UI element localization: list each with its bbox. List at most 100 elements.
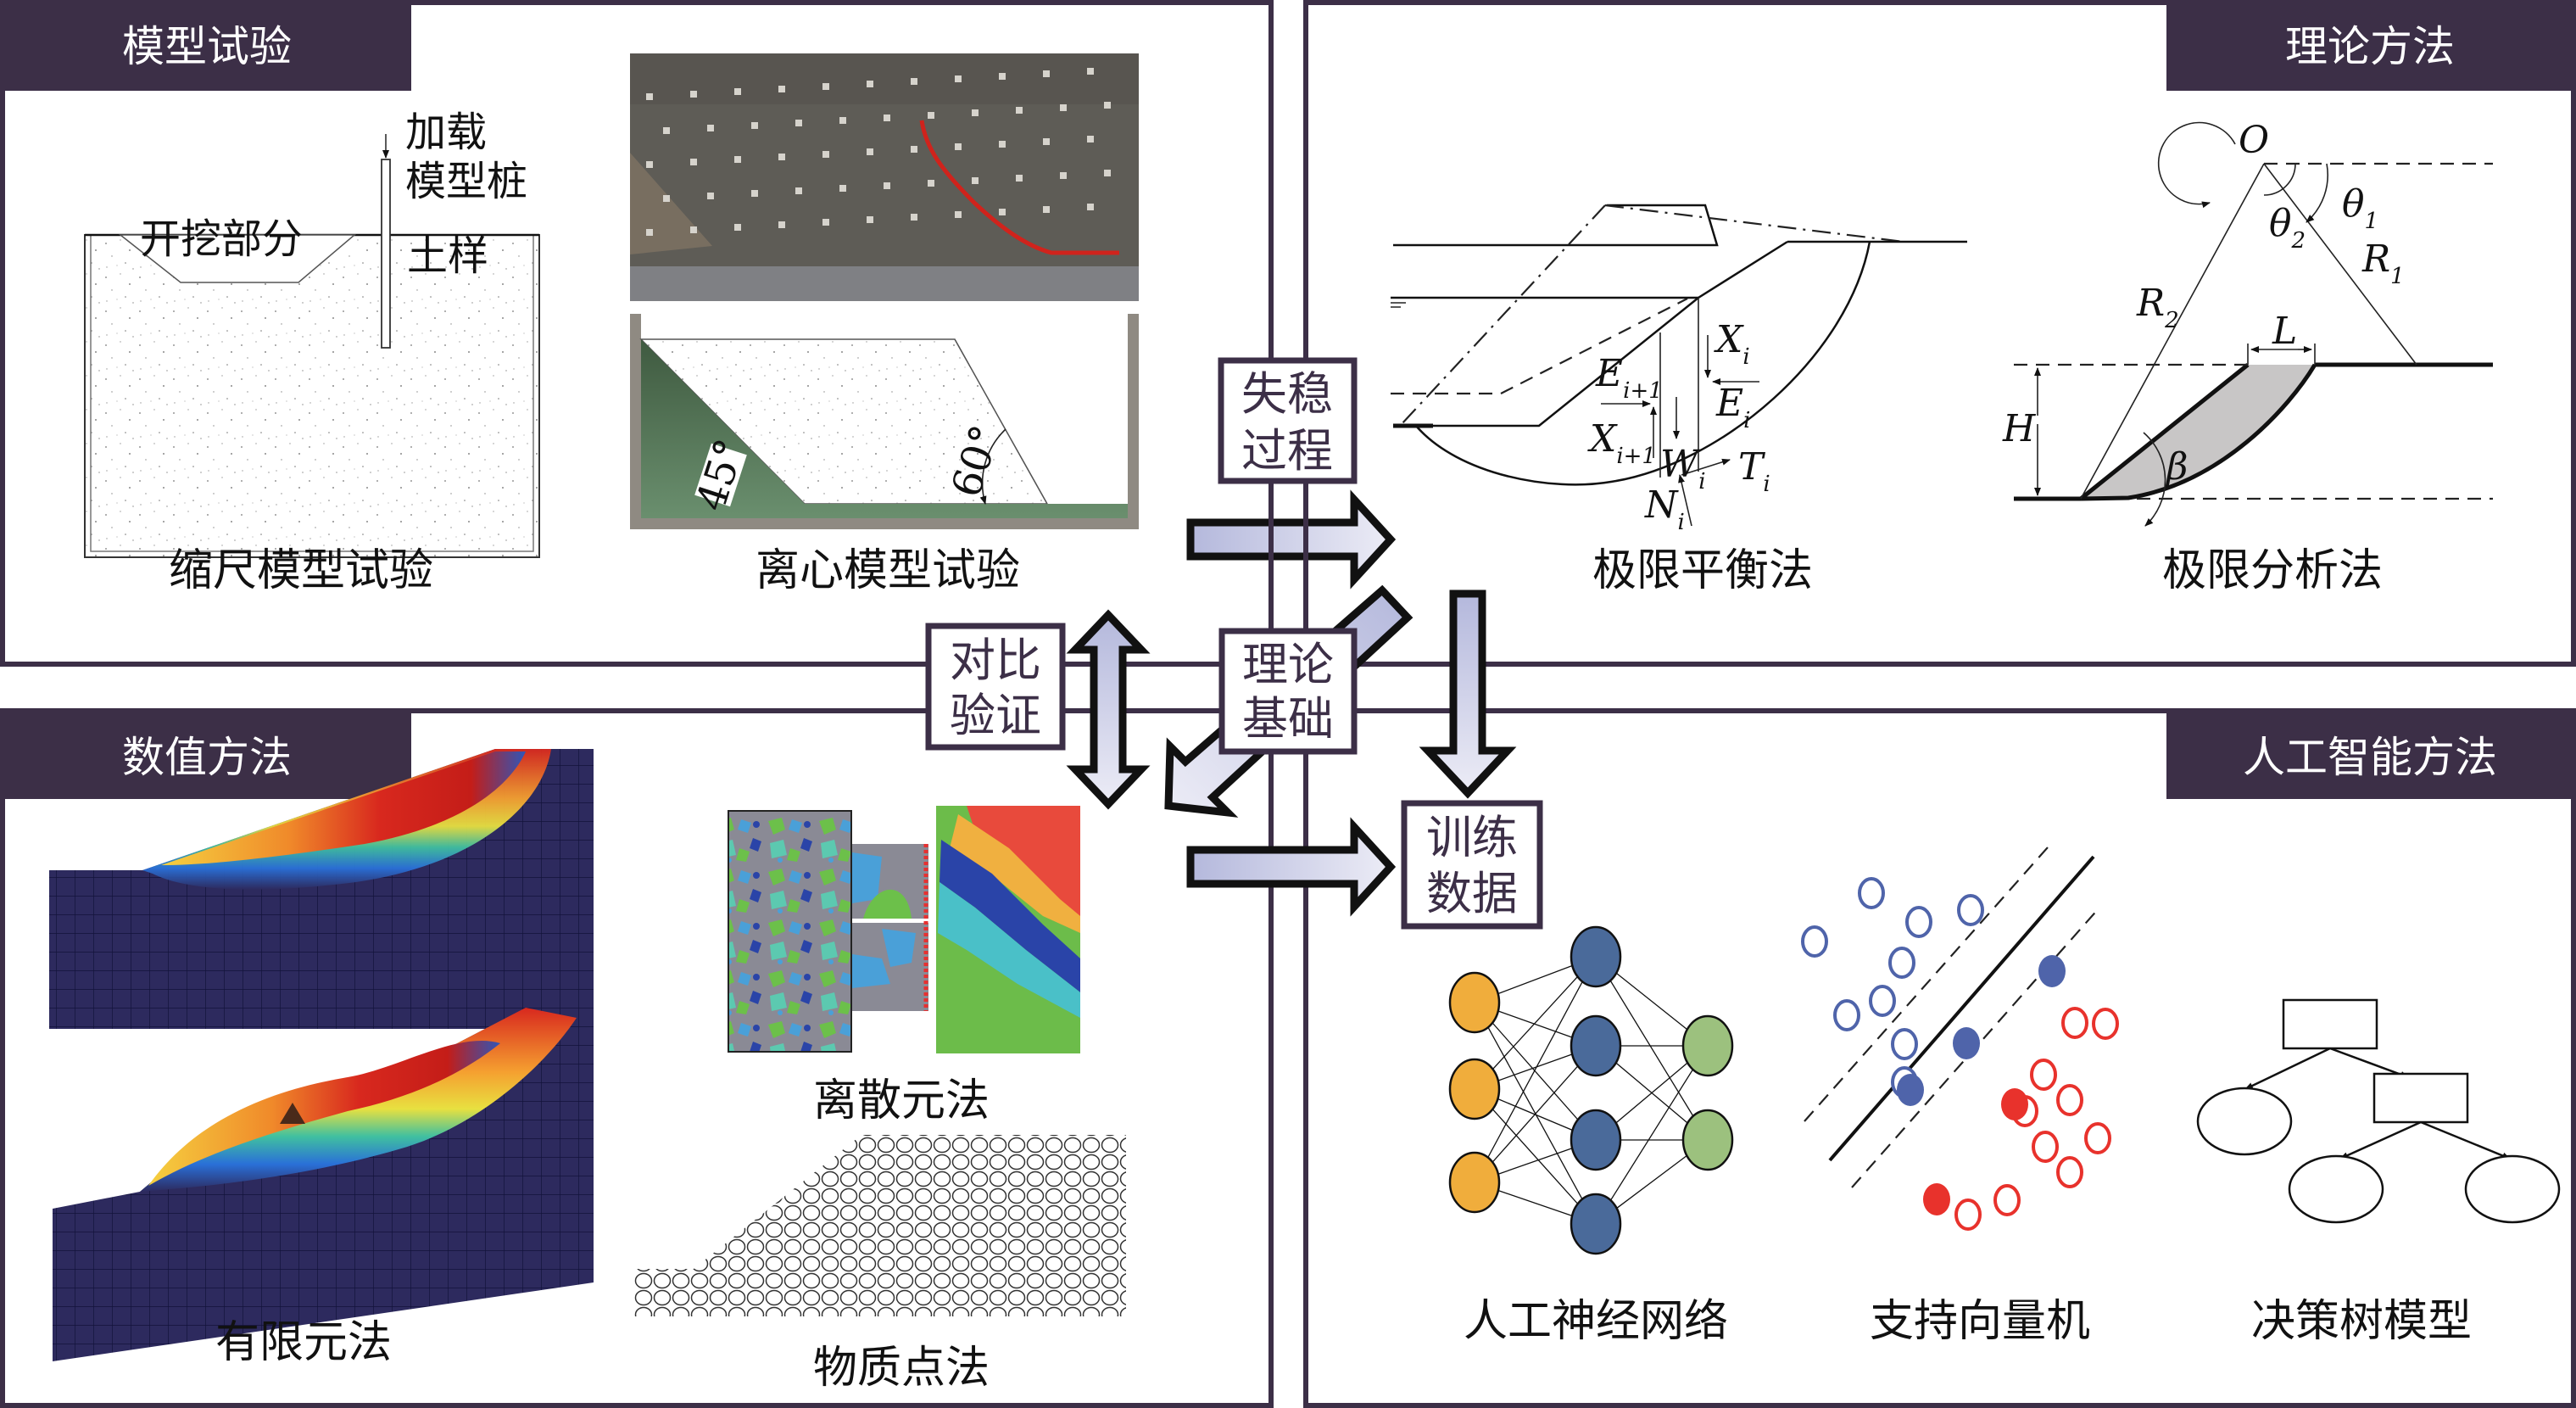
marker-point xyxy=(751,190,758,197)
tab-numerical-label: 数值方法 xyxy=(122,733,292,782)
caption-limit-equilibrium: 极限平衡法 xyxy=(1592,545,1813,596)
ann-connection xyxy=(1474,956,1597,1090)
marker-point xyxy=(911,214,917,221)
marker-point xyxy=(1043,70,1050,77)
symbol-R2: R2 xyxy=(2136,282,2179,333)
decision-tree-diagram xyxy=(2196,998,2561,1224)
caption-svm: 支持向量机 xyxy=(1870,1296,2090,1347)
box-theory-line2: 基础 xyxy=(1242,692,1334,746)
tree-node-root xyxy=(2282,998,2378,1050)
ann-connection xyxy=(1474,956,1597,1183)
svm-point-red-hollow xyxy=(2061,1007,2088,1039)
marker-point xyxy=(928,112,934,119)
marker-point xyxy=(928,180,934,187)
marker-point xyxy=(822,151,829,158)
ann-input-neuron xyxy=(1448,1058,1501,1120)
svm-point-blue-support xyxy=(1953,1027,1980,1059)
marker-point xyxy=(822,219,829,226)
marker-point xyxy=(707,193,714,199)
ann-input-neuron xyxy=(1448,1151,1501,1214)
marker-point xyxy=(867,216,873,223)
fem-model-3d xyxy=(53,1001,594,1361)
label-pile: 模型桩 xyxy=(405,158,527,205)
marker-point xyxy=(911,78,917,85)
ann-connection xyxy=(1474,1002,1597,1141)
symbol-theta2: θ2 xyxy=(2269,202,2306,254)
box-instability-line2: 过程 xyxy=(1241,424,1333,478)
ann-connection xyxy=(1595,956,1709,1141)
slip-surface-line xyxy=(919,120,1119,255)
tab-model-test: 模型试验 xyxy=(3,3,411,91)
marker-point xyxy=(646,161,653,168)
ann-connection xyxy=(1474,1045,1597,1183)
box-theory-line1: 理论 xyxy=(1242,638,1334,691)
marker-point xyxy=(778,154,785,160)
tab-theory-label: 理论方法 xyxy=(2285,22,2455,71)
marker-point xyxy=(955,143,962,150)
svm-point-blue-hollow xyxy=(1833,999,1860,1031)
ann-connection xyxy=(1474,1088,1597,1225)
caption-dem: 离散元法 xyxy=(813,1076,990,1126)
center-vertical-lines xyxy=(1268,481,1308,631)
marker-point xyxy=(1104,170,1111,176)
marker-point xyxy=(646,229,653,236)
tree-leaf xyxy=(2464,1154,2561,1224)
marker-point xyxy=(795,120,802,126)
ann-input-neuron xyxy=(1448,971,1501,1034)
marker-point xyxy=(734,224,741,231)
svm-point-red-hollow xyxy=(2056,1084,2083,1116)
tab-numerical: 数值方法 xyxy=(3,711,411,799)
marker-point xyxy=(663,195,670,202)
box-training-data: 训练 数据 xyxy=(1401,800,1543,930)
marker-point xyxy=(955,211,962,218)
caption-ann: 人工神经网络 xyxy=(1464,1296,1728,1347)
svm-point-red-support xyxy=(1923,1183,1950,1215)
symbol-Ti: Ti xyxy=(1738,445,1770,497)
marker-point xyxy=(911,146,917,153)
marker-point xyxy=(663,127,670,134)
marker-point xyxy=(1060,172,1067,179)
tree-leaf xyxy=(2288,1154,2384,1224)
marker-point xyxy=(1087,68,1094,75)
symbol-Ei: Ei xyxy=(1715,382,1750,433)
limit-analysis-diagram: O θ1 θ2 R1 R2 L H β xyxy=(2002,119,2493,527)
marker-point xyxy=(795,187,802,194)
marker-point xyxy=(751,122,758,129)
symbol-beta: β xyxy=(2165,445,2188,489)
ann-hidden-neuron xyxy=(1570,1109,1622,1171)
tab-ai: 人工智能方法 xyxy=(2166,711,2573,799)
model-pile xyxy=(381,159,391,349)
ann-diagram xyxy=(1448,925,1734,1255)
marker-point xyxy=(839,185,846,192)
symbol-Xi1: Xi+1 xyxy=(1587,417,1656,469)
marker-point xyxy=(867,148,873,155)
marker-point xyxy=(839,117,846,124)
excavation-zone xyxy=(118,234,357,283)
svm-point-red-hollow xyxy=(2032,1131,2059,1163)
svm-point-blue-hollow xyxy=(1858,877,1885,909)
symbol-Wi: Wi xyxy=(1660,443,1706,494)
marker-point xyxy=(867,81,873,87)
svm-point-red-hollow xyxy=(2092,1008,2119,1040)
symbol-Xi: Xi xyxy=(1714,318,1750,370)
symbol-L: L xyxy=(2272,310,2297,353)
arrow-to-theory xyxy=(1186,489,1397,589)
scale-model-diagram: 加载 模型桩 开挖部分 土样 xyxy=(84,109,540,558)
svm-point-blue-hollow xyxy=(1801,925,1828,958)
box-training-line2: 数据 xyxy=(1426,867,1518,920)
tab-theory: 理论方法 xyxy=(2166,3,2573,91)
box-theoretical-basis: 理论 基础 xyxy=(1218,628,1358,755)
caption-scale-model: 缩尺模型试验 xyxy=(169,545,433,596)
svm-point-red-hollow xyxy=(2030,1059,2057,1091)
symbol-Ei1: Ei+1 xyxy=(1595,352,1663,404)
arrow-theory-to-ai xyxy=(1419,589,1517,799)
symbol-Ni: Ni xyxy=(1644,483,1685,535)
centrifuge-model-diagram: 45° 60° xyxy=(630,314,1139,529)
marker-point xyxy=(646,93,653,100)
svm-point-blue-support xyxy=(2038,955,2066,987)
marker-point xyxy=(972,109,979,116)
box-comparison-line2: 验证 xyxy=(950,689,1041,742)
box-comparison-validation: 对比 验证 xyxy=(925,623,1066,751)
box-instability-line1: 失稳 xyxy=(1241,367,1333,421)
svm-point-red-hollow xyxy=(2056,1156,2083,1188)
